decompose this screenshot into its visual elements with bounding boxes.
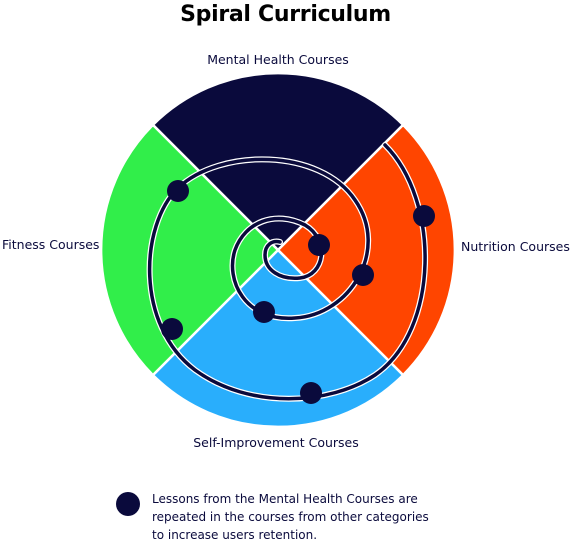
legend-line: Lessons from the Mental Health Courses a… (152, 492, 418, 506)
lesson-dot (413, 205, 435, 227)
lesson-dot (352, 264, 374, 286)
lesson-dots (161, 180, 435, 404)
label-fitness-courses: Fitness Courses (2, 237, 99, 252)
lesson-dot (308, 234, 330, 256)
legend-text: Lessons from the Mental Health Courses a… (152, 490, 472, 544)
spiral-curriculum-diagram: Mental Health Courses Nutrition Courses … (2, 52, 570, 450)
legend-marker-icon (116, 492, 140, 516)
label-self-improvement-courses: Self-Improvement Courses (193, 435, 359, 450)
sector-fitness (99, 123, 280, 377)
spiral-line (148, 143, 427, 401)
legend-line: repeated in the courses from other categ… (152, 510, 429, 524)
label-nutrition-courses: Nutrition Courses (461, 239, 570, 254)
legend: Lessons from the Mental Health Courses a… (116, 490, 556, 546)
spiral-path (146, 142, 429, 402)
lesson-dot (167, 180, 189, 202)
lesson-dot (300, 382, 322, 404)
label-mental-health-courses: Mental Health Courses (207, 52, 349, 67)
lesson-dot (253, 301, 275, 323)
course-sectors (99, 71, 457, 429)
lesson-dot (161, 318, 183, 340)
diagram-title: Spiral Curriculum (180, 2, 391, 27)
legend-line: to increase users retention. (152, 528, 318, 542)
